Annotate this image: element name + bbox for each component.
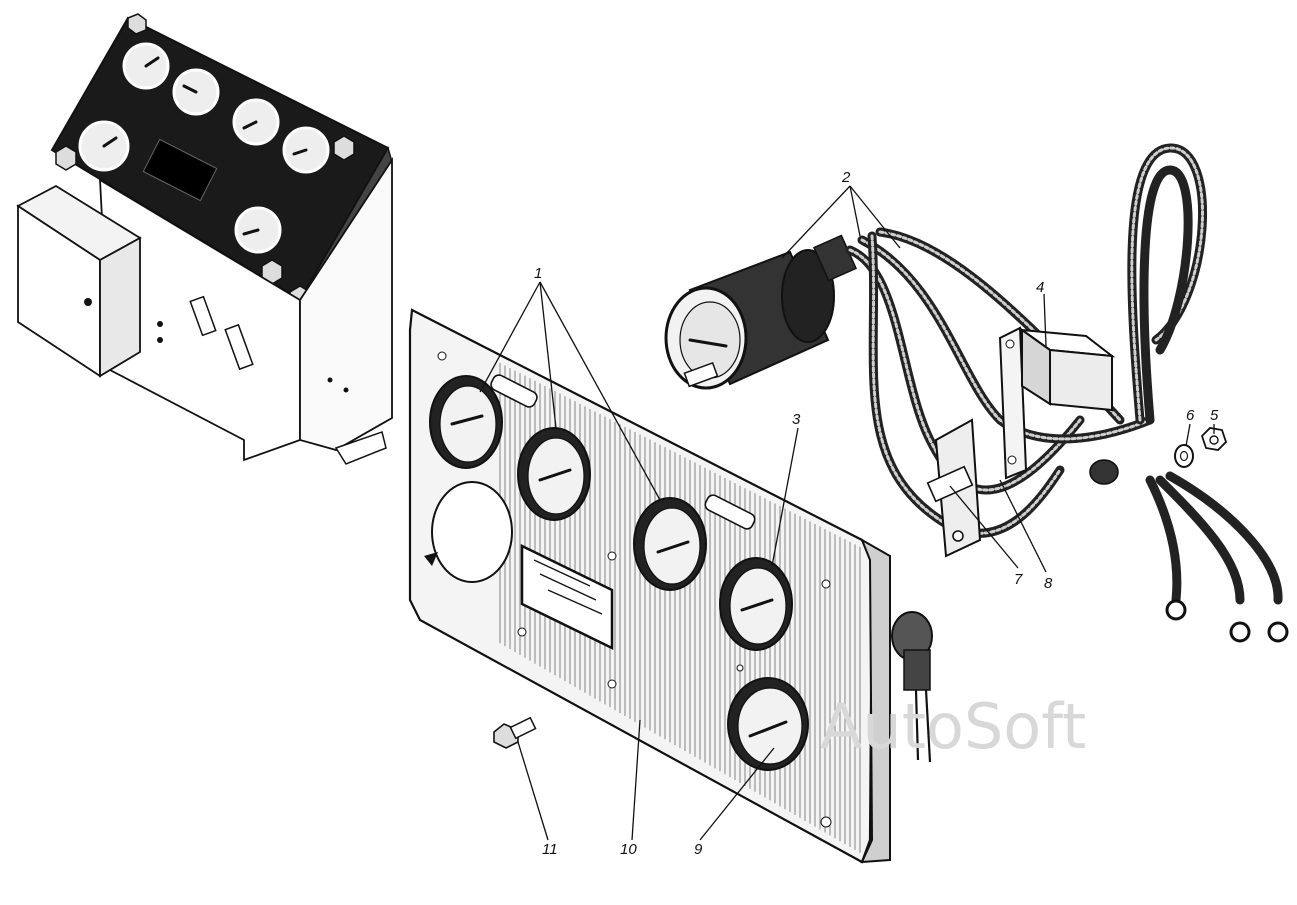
callout-1: 1 — [534, 265, 542, 282]
callout-2: 2 — [841, 169, 851, 186]
assembled-gauge — [172, 68, 220, 116]
cable-clamp-7-8 — [926, 418, 982, 558]
nut-5 — [1200, 427, 1228, 451]
gauge-1c — [633, 497, 707, 591]
callout-7: 7 — [1014, 571, 1023, 588]
hex-nut-icon — [55, 145, 77, 171]
screw-11 — [493, 716, 537, 749]
callout-9: 9 — [694, 841, 703, 858]
ring-terminal-icon — [1267, 621, 1289, 643]
assembled-gauge — [234, 206, 282, 254]
callout-3: 3 — [792, 411, 801, 428]
assembled-gauge — [78, 120, 130, 172]
callout-6: 6 — [1186, 407, 1195, 424]
watermark: AutoSoft — [820, 690, 1086, 763]
callout-5: 5 — [1210, 407, 1219, 424]
gauge-3 — [719, 557, 793, 651]
ring-terminal-icon — [1229, 621, 1251, 643]
callout-11: 11 — [542, 841, 558, 858]
washer-6 — [1174, 444, 1194, 468]
assembled-gauge — [282, 126, 330, 174]
hex-nut-icon — [333, 135, 355, 161]
assembled-gauge — [122, 42, 170, 90]
callout-4: 4 — [1036, 279, 1044, 296]
leader-lines — [479, 185, 1215, 841]
ring-terminal-icon — [1165, 599, 1187, 621]
speedometer-assembly-2 — [664, 234, 858, 390]
side-connector — [891, 611, 933, 763]
gauge-1b — [517, 427, 591, 521]
hex-nut-icon — [127, 13, 147, 35]
assembled-gauge — [232, 98, 280, 146]
gauge-9 — [727, 677, 809, 771]
callout-10: 10 — [620, 841, 637, 858]
wiring-harness — [845, 143, 1289, 643]
bracket-4 — [998, 326, 1119, 485]
callout-8: 8 — [1044, 575, 1053, 592]
gauge-1a — [429, 375, 503, 469]
assembled-instrument-panel — [16, 13, 393, 465]
